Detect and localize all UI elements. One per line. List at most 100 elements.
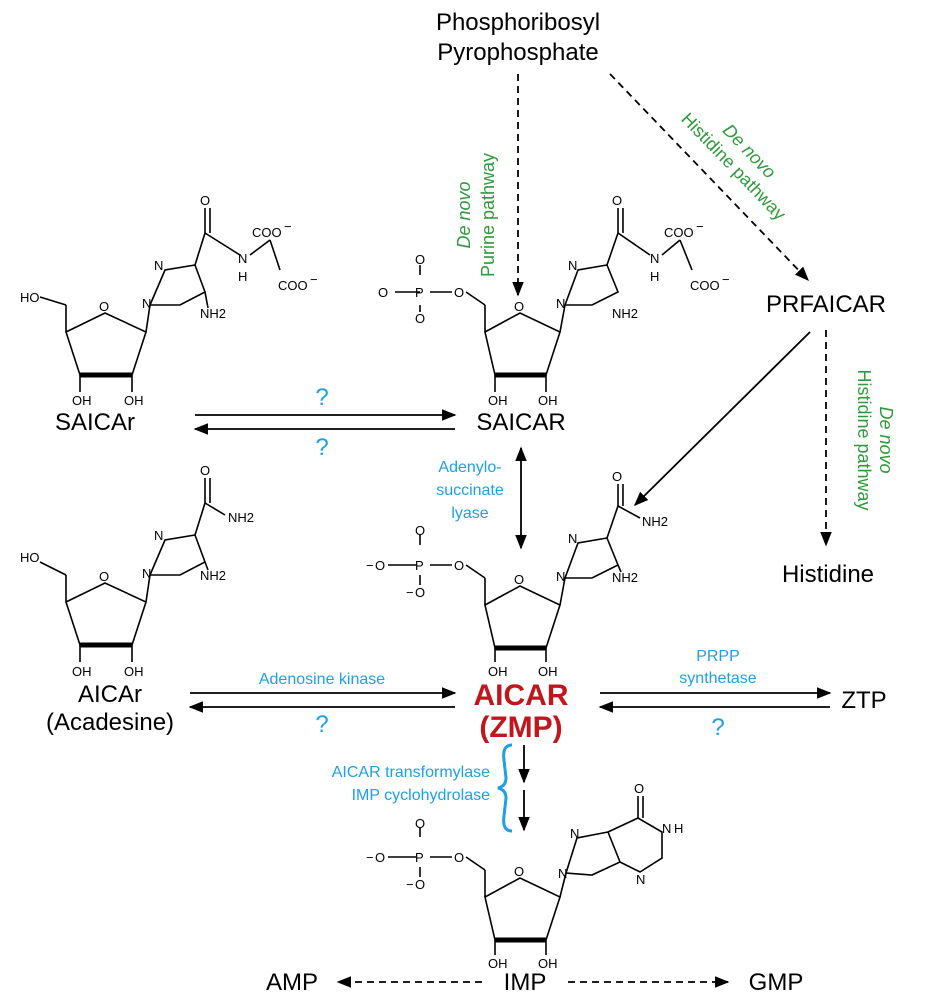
histidine-pathway-right-text: Histidine pathway	[854, 369, 874, 510]
atom-label: N	[570, 826, 579, 841]
prpp-synthetase-line2: synthetase	[679, 670, 756, 687]
atom-label: O	[99, 299, 109, 314]
atom-label: O	[634, 781, 644, 796]
atom-label: N	[154, 528, 163, 543]
atom-label: O	[612, 193, 622, 208]
atom-label: OH	[72, 664, 92, 679]
atom-label: O	[200, 463, 210, 478]
atom-label: −	[366, 850, 374, 865]
atom-label: N	[568, 258, 577, 273]
atom-label: O	[415, 311, 425, 326]
atom-label: N	[556, 569, 565, 584]
atom-label: O	[99, 569, 109, 584]
unknown-enzyme-mark: ?	[711, 714, 724, 741]
histidine-pathway-right-label: De novo Histidine pathway	[854, 369, 896, 510]
atom-label: COO	[664, 225, 694, 240]
atom-label: −	[310, 272, 318, 287]
atom-label: N	[556, 296, 565, 311]
atom-label: H	[674, 821, 683, 836]
prpp-synthetase-line1: PRPP	[696, 648, 740, 665]
histidine-label: Histidine	[782, 561, 874, 588]
atom-label: P	[415, 558, 424, 573]
atom-label: NH2	[612, 570, 638, 585]
purine-pathway-label: De novo Purine pathway	[454, 153, 498, 277]
atom-label: O	[514, 572, 524, 587]
atom-label: O	[200, 193, 210, 208]
atom-label: OH	[488, 956, 508, 971]
atom-label: P	[415, 850, 424, 865]
purine-pathway-italic: De novo	[454, 181, 474, 248]
aicar-label-line1: AICAR	[474, 679, 569, 712]
adenylosuccinate-lyase-line3: lyase	[451, 505, 488, 522]
unknown-enzyme-mark: ?	[315, 384, 328, 411]
atom-label: H	[650, 269, 659, 284]
atom-label: N	[636, 872, 645, 887]
atom-label: OH	[124, 393, 144, 408]
unknown-enzyme-mark: ?	[315, 711, 328, 738]
atom-label: O	[612, 469, 622, 484]
adenylosuccinate-lyase-line1: Adenylo-	[438, 459, 501, 476]
atom-label: −	[722, 272, 730, 287]
ztp-label: ZTP	[841, 687, 886, 714]
imp-cyclohydrolase-label: IMP cyclohydrolase	[352, 787, 491, 804]
atom-label: O	[415, 877, 425, 892]
atom-label: OH	[72, 393, 92, 408]
atom-label: COO	[278, 278, 308, 293]
atom-label: O	[375, 850, 385, 865]
aicar-r-structure: HO O OH OH N N O NH2 NH2	[20, 463, 254, 679]
prpp-to-prfaicar-arrow	[609, 73, 809, 282]
atom-label: O	[514, 299, 524, 314]
amp-label: AMP	[266, 969, 318, 996]
atom-label: HO	[20, 290, 40, 305]
atom-label: N	[154, 258, 163, 273]
atom-label: O	[454, 558, 464, 573]
atom-label: O	[415, 523, 425, 538]
atom-label: OH	[538, 956, 558, 971]
prfaicar-to-aicar-arrow	[633, 331, 811, 507]
prfaicar-label: PRFAICAR	[766, 291, 886, 318]
atom-label: OH	[538, 664, 558, 679]
atom-label: O	[375, 558, 385, 573]
atom-label: O	[415, 816, 425, 831]
atom-label: N	[650, 251, 659, 266]
atom-label: N	[662, 821, 671, 836]
atom-label: HO	[20, 550, 40, 565]
saicar-r-label: SAICAr	[55, 409, 135, 436]
atom-label: N	[238, 251, 247, 266]
atom-label: O	[454, 850, 464, 865]
atom-label: −	[366, 558, 374, 573]
atom-label: COO	[252, 225, 282, 240]
atom-label: OH	[124, 664, 144, 679]
atom-label: O	[415, 252, 425, 267]
unknown-enzyme-mark: ?	[315, 434, 328, 461]
atom-label: −	[696, 219, 704, 234]
saicar-structure: O O P O O O OH OH N N O N H COO − COO − …	[378, 193, 730, 408]
atom-label: −	[406, 877, 414, 892]
atom-label: N	[558, 866, 567, 881]
atom-label: O	[454, 285, 464, 300]
imp-structure: − O O P − O O O OH OH N N O N H N	[366, 781, 683, 971]
enzyme-bracket	[497, 743, 513, 833]
prpp-label-line1: Phosphoribosyl	[436, 9, 600, 36]
purine-pathway-text: Purine pathway	[478, 153, 498, 277]
saicar-label: SAICAR	[476, 409, 565, 436]
atom-label: −	[406, 585, 414, 600]
atom-label: NH2	[200, 568, 226, 583]
atom-label: NH2	[612, 306, 638, 321]
atom-label: O	[514, 864, 524, 879]
atom-label: −	[284, 219, 292, 234]
aicar-r-label-line1: AICAr	[78, 681, 142, 708]
saicar-r-structure: HO O OH OH N N O N H COO − COO − NH2	[20, 193, 318, 408]
atom-label: H	[238, 269, 247, 284]
histidine-pathway-right-italic: De novo	[876, 406, 896, 473]
atom-label: NH2	[200, 306, 226, 321]
aicar-r-label-line2: (Acadesine)	[46, 709, 174, 736]
atom-label: NH2	[228, 510, 254, 525]
atom-label: O	[378, 285, 388, 300]
atom-label: O	[415, 585, 425, 600]
prpp-label-line2: Pyrophosphate	[437, 39, 598, 66]
atom-label: P	[415, 285, 424, 300]
histidine-pathway-top-label: De novo Histidine pathway	[677, 109, 789, 224]
aicar-structure: − O O P − O O O OH OH N N O NH2 NH2	[366, 469, 668, 679]
